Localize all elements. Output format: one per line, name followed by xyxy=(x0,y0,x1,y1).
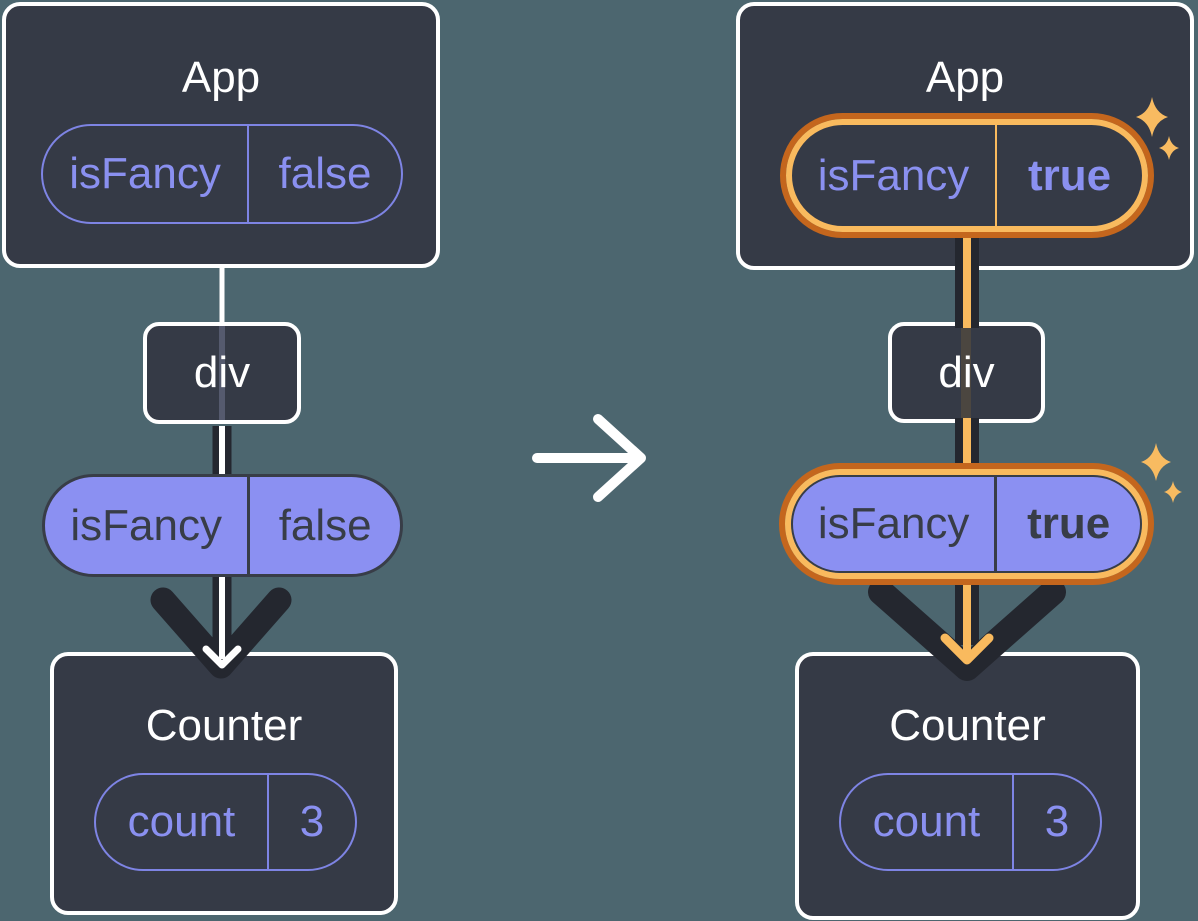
prop-value-cell: false xyxy=(247,126,401,222)
prop-value-label: true xyxy=(1027,150,1112,200)
after-prop-sparkles xyxy=(1141,443,1182,503)
prop-name-label: isFancy xyxy=(817,499,970,548)
before-div-title: div xyxy=(193,348,251,397)
state-name-label: count xyxy=(127,797,236,846)
prop-value-label: false xyxy=(278,149,372,198)
prop-value-cell: false xyxy=(247,477,400,574)
prop-name-label: isFancy xyxy=(70,500,222,550)
state-name-cell: count xyxy=(96,775,267,869)
before-counter-box: Counter count 3 xyxy=(50,652,398,915)
after-div-passthrough-line xyxy=(961,326,971,419)
highlight-ring-inner: isFancy true xyxy=(785,469,1148,579)
prop-name-label: isFancy xyxy=(69,149,221,198)
state-value-cell: 3 xyxy=(1011,775,1100,869)
prop-value-label: true xyxy=(1027,499,1111,548)
prop-name-label: isFancy xyxy=(817,150,970,200)
state-value-label: 3 xyxy=(1044,797,1070,846)
after-counter-state-pill: count 3 xyxy=(839,773,1102,871)
after-app-title: App xyxy=(925,53,1005,102)
before-passed-prop-pill: isFancy false xyxy=(42,474,403,577)
after-app-prop-pill: isFancy true xyxy=(792,125,1142,226)
prop-value-label: false xyxy=(278,500,372,550)
after-passed-prop-pill: isFancy true xyxy=(791,475,1142,573)
before-counter-state-pill: count 3 xyxy=(94,773,357,871)
prop-name-cell: isFancy xyxy=(793,477,994,571)
state-name-label: count xyxy=(872,797,981,846)
after-div-title: div xyxy=(938,347,995,397)
prop-name-cell: isFancy xyxy=(792,125,995,226)
before-div-box: div xyxy=(143,322,301,424)
after-div-box: div xyxy=(888,322,1045,423)
highlight-ring-inner: isFancy true xyxy=(786,119,1148,232)
sparkle-icon-large xyxy=(1141,443,1171,481)
after-passed-prop-highlight-ring: isFancy true xyxy=(779,463,1154,585)
state-value-label: 3 xyxy=(299,797,325,846)
sparkle-icon-small xyxy=(1164,481,1182,503)
prop-value-cell: true xyxy=(994,477,1140,571)
after-counter-box: Counter count 3 xyxy=(795,652,1140,920)
before-app-prop-pill: isFancy false xyxy=(41,124,403,224)
prop-value-cell: true xyxy=(995,125,1142,226)
before-counter-title: Counter xyxy=(145,701,303,750)
before-app-title: App xyxy=(181,53,261,102)
state-value-cell: 3 xyxy=(266,775,355,869)
state-name-cell: count xyxy=(841,775,1012,869)
prop-name-cell: isFancy xyxy=(43,126,247,222)
after-counter-title: Counter xyxy=(889,701,1046,750)
before-div-passthrough-line xyxy=(219,326,225,420)
after-app-prop-highlight-ring: isFancy true xyxy=(780,113,1154,238)
arrow-right-icon xyxy=(532,414,646,502)
prop-name-cell: isFancy xyxy=(45,477,247,574)
after-connector xyxy=(868,234,1066,681)
